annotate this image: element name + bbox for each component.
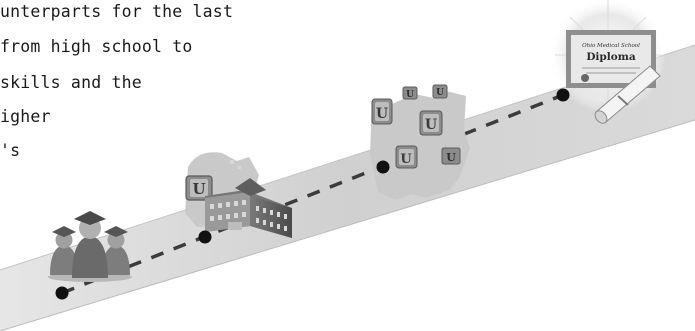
svg-text:U: U	[446, 151, 456, 164]
ohio-map-multiple-u: U U U U U U	[370, 85, 470, 200]
university-badge-icon: U	[396, 146, 417, 168]
svg-text:U: U	[376, 106, 388, 122]
university-badge-icon: U	[420, 111, 442, 135]
university-badge-icon: U	[433, 85, 447, 98]
milestone-dot	[557, 89, 570, 102]
svg-text:U: U	[192, 180, 205, 198]
milestone-dot	[199, 231, 212, 244]
svg-text:U: U	[406, 90, 414, 100]
dashed-path	[62, 95, 563, 293]
diploma-title: Diploma	[586, 51, 636, 63]
road-edge-bottom	[0, 120, 695, 331]
svg-text:U: U	[436, 88, 444, 98]
svg-text:U: U	[425, 117, 437, 133]
university-badge-icon: U	[442, 148, 460, 164]
milestone-dot	[377, 161, 390, 174]
milestone-dot	[56, 287, 69, 300]
university-badge-icon: U	[403, 87, 417, 100]
university-badge-icon: U	[372, 99, 392, 124]
svg-text:U: U	[400, 152, 412, 167]
graduates-icon	[48, 211, 132, 282]
diploma-issuer: Ohio Medical School	[582, 43, 640, 49]
